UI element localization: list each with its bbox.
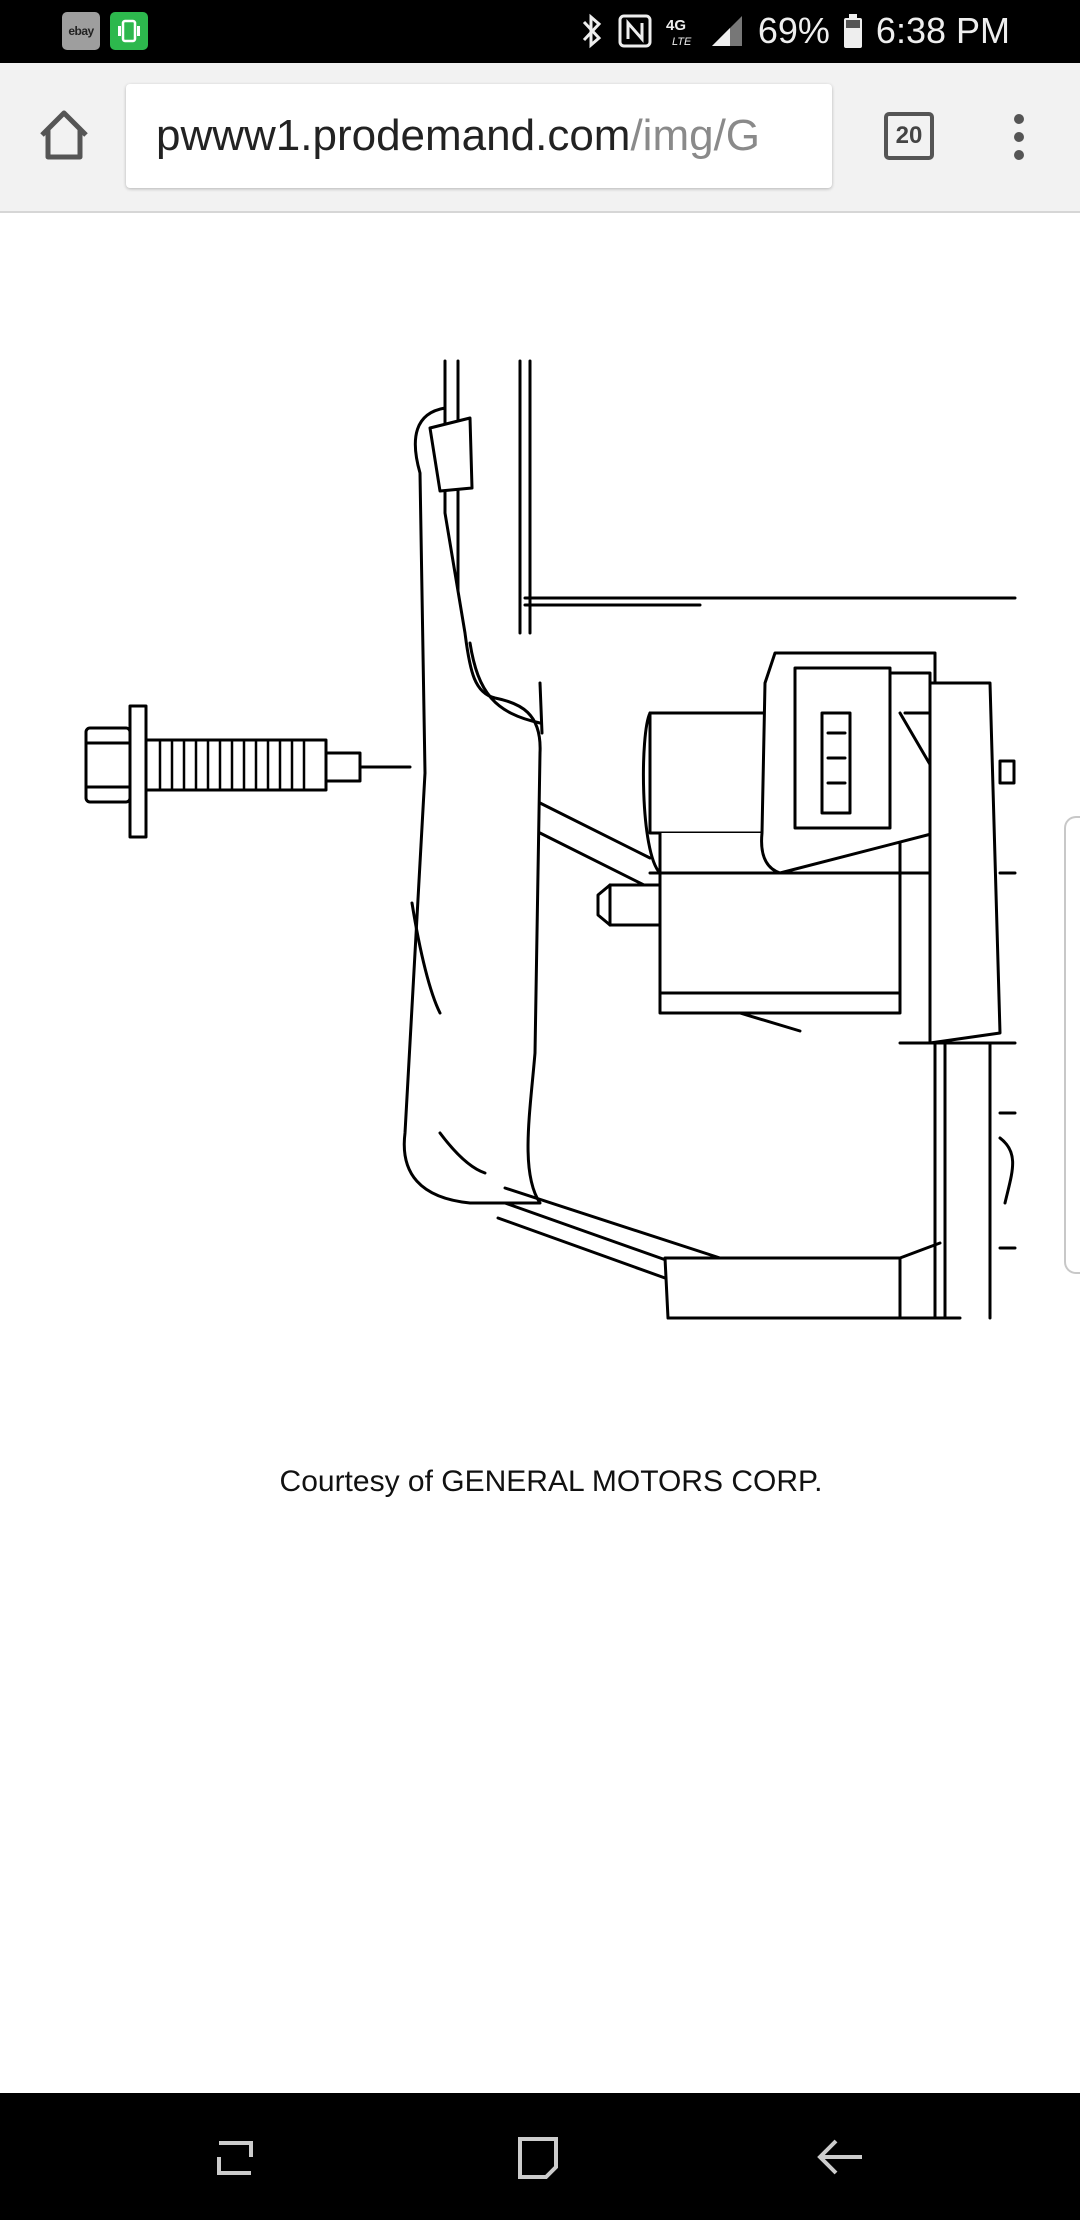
url-path: /img/G [630,111,761,160]
back-button[interactable] [812,2129,872,2185]
parts-diagram-image [84,359,1017,1320]
svg-text:4G: 4G [666,17,686,34]
home-button[interactable] [36,107,92,163]
phone-app-notification-icon [110,12,148,50]
notification-icons: ebay [62,12,148,50]
home-nav-button[interactable] [508,2129,568,2185]
home-square-icon [518,2137,558,2179]
tab-switcher-button[interactable]: 20 [884,112,934,160]
nfc-icon [618,14,652,48]
lte-network-icon: 4G LTE [666,14,696,48]
battery-icon [843,14,862,48]
tab-count: 20 [895,122,923,149]
battery-percentage: 69% [757,10,830,51]
status-bar: ebay 4G LTE 69% 6:38 PM [0,0,1080,63]
browser-toolbar: pwww1.prodemand.com/img/G 20 [0,63,1080,213]
system-nav-bar [0,2093,1080,2220]
url-domain: pwww1.prodemand.com [156,111,631,160]
status-indicators: 4G LTE 69% 6:38 PM [580,8,1010,54]
overflow-menu-button[interactable] [1006,113,1032,163]
url-text: pwww1.prodemand.com/img/G [126,111,760,161]
ebay-notification-icon: ebay [62,12,100,50]
url-bar[interactable]: pwww1.prodemand.com/img/G [126,84,832,188]
signal-strength-icon [710,14,744,48]
svg-text:LTE: LTE [672,36,692,48]
recents-icon [217,2141,253,2175]
side-panel-handle[interactable] [1064,816,1080,1274]
clock: 6:38 PM [875,10,1010,51]
page-content: Courtesy of GENERAL MOTORS CORP. [0,213,1080,2093]
home-icon [40,110,88,160]
bolt-drawing [84,704,412,839]
image-caption: Courtesy of GENERAL MOTORS CORP. [279,1465,823,1498]
back-arrow-icon [817,2139,862,2175]
recents-button[interactable] [205,2129,265,2185]
more-vert-icon [1014,114,1024,160]
bluetooth-icon [580,13,604,49]
